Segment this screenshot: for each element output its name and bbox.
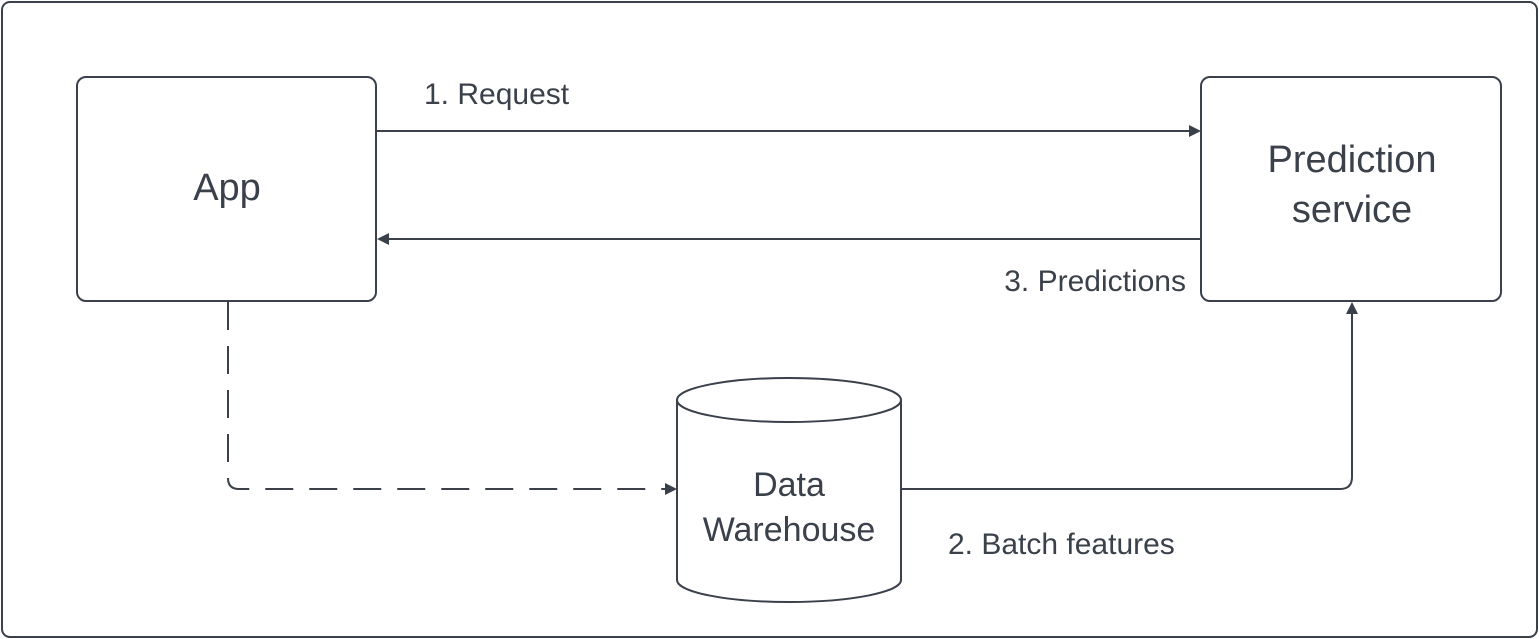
data-warehouse-label-line2: Warehouse [703,511,876,549]
prediction-service-box [1200,76,1502,302]
predictions-edge: 3. Predictions [377,233,1201,298]
prediction-service-label-line1: Prediction [1268,139,1437,181]
batch-features-arrow [902,302,1358,490]
batch-features-edge: 2. Batch features [902,302,1358,561]
app-to-warehouse-dashed-arrow [227,302,677,495]
data-warehouse-cylinder-top [676,377,902,423]
data-warehouse-cylinder-body [676,400,902,603]
app-label: App [193,167,261,209]
app-box [76,76,377,302]
app-to-warehouse-edge [227,302,677,495]
request-label: 1. Request [424,78,570,111]
prediction-service-label-line2: service [1292,189,1412,231]
app-node[interactable]: App [76,76,377,302]
request-edge: 1. Request [377,78,1201,137]
predictions-label: 3. Predictions [1004,265,1186,298]
prediction-service-node[interactable]: Prediction service [1200,76,1502,302]
batch-features-label: 2. Batch features [948,528,1175,561]
data-warehouse-node[interactable]: Data Warehouse [676,377,902,603]
data-warehouse-label-line1: Data [753,466,825,504]
